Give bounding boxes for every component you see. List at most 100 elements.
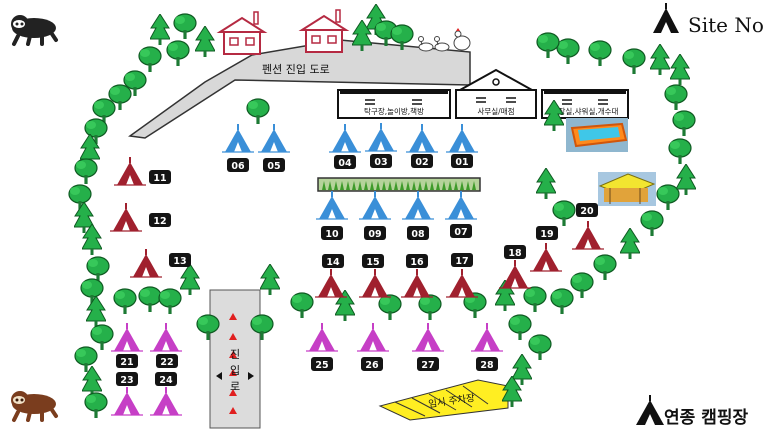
tree-icon: [378, 294, 402, 321]
site-number-text: 23: [120, 375, 133, 386]
campsite-06: 06: [222, 124, 254, 172]
campsite-28: 28: [471, 323, 503, 371]
entrance-markers: [229, 313, 237, 414]
entrance-marker: [229, 333, 237, 340]
entrance-marker: [229, 369, 237, 376]
tent-icon: [222, 124, 254, 153]
cabin-left: [216, 11, 268, 55]
tree-icon: [508, 314, 532, 341]
tree-icon: [158, 288, 182, 315]
bird-icons: [418, 28, 471, 52]
entrance-marker: [229, 389, 237, 396]
pine-tree-icon: [195, 26, 215, 58]
site-number-text: 18: [508, 248, 522, 259]
tent-icon: [150, 323, 182, 352]
site-number-label: 17: [451, 253, 473, 267]
site-number-label: 03: [370, 154, 392, 168]
tent-icon: [150, 387, 182, 416]
tree-icon: [290, 292, 314, 319]
campsite-02: 02: [406, 124, 438, 168]
site-number-text: 10: [325, 229, 339, 240]
site-number-label: 06: [227, 158, 249, 172]
tree-icon: [418, 294, 442, 321]
site-number-text: 25: [315, 360, 328, 371]
tree-icon: [113, 288, 137, 315]
pine-tree-icon: [650, 44, 670, 76]
site-number-label: 25: [311, 357, 333, 371]
tree-icon: [593, 254, 617, 281]
pine-tree-icon: [260, 264, 280, 296]
tree-icon: [84, 392, 108, 419]
campsite-14: 14: [315, 254, 347, 298]
campsite-16: 16: [401, 254, 433, 298]
campsite-12: 12: [110, 203, 171, 232]
site-number-label: 18: [504, 245, 526, 259]
sloth-icon-brown: [11, 391, 58, 422]
site-number-label: 11: [149, 170, 171, 184]
site-number-label: 26: [361, 357, 383, 371]
site-number-label: 12: [149, 213, 171, 227]
site-number-label: 14: [322, 254, 344, 268]
cabin-right: [298, 9, 350, 53]
tent-icon: [530, 243, 562, 272]
tree-icon: [664, 84, 688, 111]
campsite-04: 04: [329, 124, 361, 169]
campsite-27: 27: [412, 323, 444, 371]
site-number-label: 24: [155, 372, 177, 386]
site-number-label: 04: [334, 155, 356, 169]
tree-icon: [640, 210, 664, 237]
tent-icon: [499, 260, 531, 289]
campsite-20: 20: [572, 203, 604, 250]
tree-icon: [552, 200, 576, 227]
site-number-text: 09: [368, 229, 381, 240]
site-number-label: 13: [169, 253, 191, 267]
site-number-text: 21: [120, 357, 133, 368]
site-number-text: 03: [374, 157, 387, 168]
pension-road-shape: [128, 39, 471, 139]
tent-icon: [446, 124, 478, 153]
tree-icon: [536, 32, 560, 59]
site-number-text: 08: [411, 229, 425, 240]
tree-icon: [90, 324, 114, 351]
campsite-07: 07: [445, 191, 477, 238]
tree-icon: [246, 98, 270, 125]
tent-icon: [359, 191, 391, 220]
campsite-09: 09: [359, 191, 391, 240]
site-number-text: 05: [267, 161, 280, 172]
tent-icon: [572, 221, 604, 250]
tent-icon: [401, 269, 433, 298]
pine-tree-icon: [150, 14, 170, 46]
site-number-text: 14: [326, 257, 340, 268]
tent-icon: [402, 191, 434, 220]
site-number-text: 15: [366, 257, 379, 268]
tent-icon: [315, 269, 347, 298]
site-number-text: 17: [455, 256, 468, 267]
brand: 연종 캠핑장: [636, 395, 748, 428]
site-number-label: 15: [362, 254, 384, 268]
site-number-label: 20: [576, 203, 598, 217]
pool-image: [566, 118, 628, 152]
site-number-label: 07: [450, 224, 472, 238]
pine-tree-icon: [536, 168, 556, 200]
pine-tree-icon: [180, 264, 200, 296]
entrance-marker: [229, 313, 237, 320]
site-number-label: 27: [417, 357, 439, 371]
site-number-label: 05: [263, 158, 285, 172]
tent-icon: [359, 269, 391, 298]
entrance-marker: [229, 351, 237, 358]
tent-icon: [471, 323, 503, 352]
tree-icon: [86, 256, 110, 283]
tent-icon: [316, 191, 348, 220]
tree-icon: [656, 184, 680, 211]
campsite-17: 17: [446, 253, 478, 298]
campsite-01: 01: [446, 124, 478, 168]
campsite-08: 08: [402, 191, 434, 240]
campsite-22: 22: [150, 323, 182, 368]
site-number-text: 27: [421, 360, 434, 371]
site-number-text: 16: [410, 257, 424, 268]
site-number-text: 13: [173, 256, 186, 267]
site-number-label: 19: [536, 226, 558, 240]
